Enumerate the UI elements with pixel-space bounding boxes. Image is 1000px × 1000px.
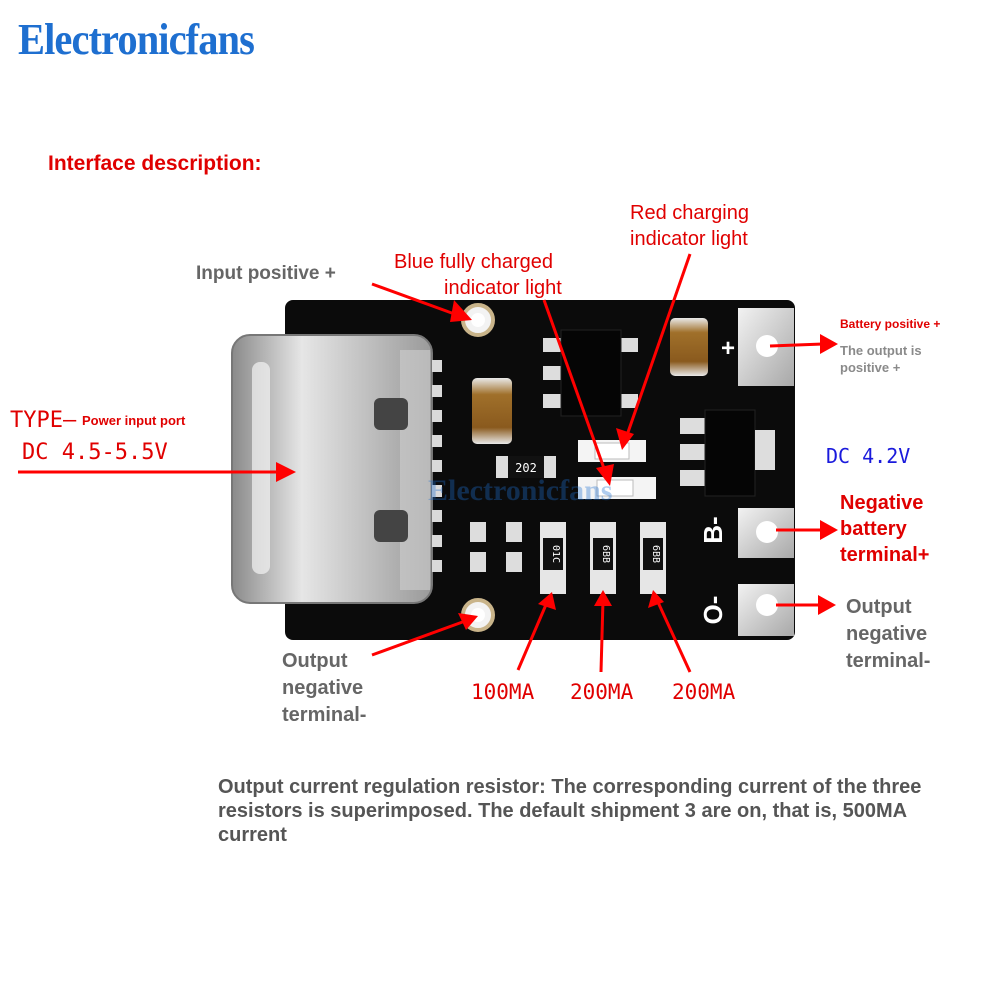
led-blue [578, 477, 656, 499]
label-blue-indicator-line1: Blue fully charged [394, 251, 553, 273]
silk-b-minus: B- [698, 516, 728, 543]
resistor-202: 202 [496, 456, 556, 478]
pad-battery-positive: + [721, 308, 794, 386]
label-output-negative-left-line3: terminal- [282, 704, 367, 726]
label-blue-indicator-line2: indicator light [444, 277, 562, 299]
label-output-negative-right-line2: negative [846, 623, 928, 645]
label-output-negative-left-line1: Output [282, 650, 348, 672]
led-red [578, 440, 646, 462]
silk-o-minus: O- [698, 596, 728, 625]
label-current-100ma: 100MA [471, 680, 535, 704]
footnote-text: Output current regulation resistor: The … [218, 776, 922, 846]
interface-heading: Interface description: [48, 152, 262, 175]
resistor-202-text: 202 [515, 461, 537, 475]
label-output-positive-line1: The output is [840, 343, 922, 358]
arrow-red-indicator [624, 253, 692, 439]
label-negative-battery-line2: battery [840, 518, 907, 540]
label-negative-battery-line3: terminal+ [840, 544, 930, 566]
arrow-output-negative-left [371, 618, 469, 657]
arrow-battery-positive [769, 342, 824, 348]
label-power-input-port: Power input port [82, 413, 186, 428]
resistor-200ma-b [640, 522, 666, 594]
label-output-positive-line2: positive + [840, 360, 901, 375]
label-red-indicator: Red charging indicator light [630, 200, 749, 252]
arrow-100ma [516, 599, 550, 671]
resistor-200ma-a [590, 522, 616, 594]
arrow-200ma-b [655, 599, 692, 673]
arrows [18, 253, 826, 673]
label-input-positive: Input positive + [196, 263, 336, 284]
label-red-indicator-line1: Red charging [630, 202, 749, 224]
arrowheads [276, 300, 838, 630]
label-current-200ma-a: 200MA [570, 680, 634, 704]
arrow-input-positive [371, 282, 461, 318]
label-blue-indicator: Blue fully charged indicator light [394, 249, 562, 301]
resistor-6bb-text-1: 6BB [600, 545, 611, 563]
label-dc-input: DC 4.5-5.5V [22, 440, 168, 465]
label-dc-battery: DC 4.2V [826, 444, 911, 468]
label-output-positive: The output is positive + [840, 342, 922, 376]
capacitor-left [472, 378, 512, 444]
label-negative-battery: Negative battery terminal+ [840, 490, 929, 568]
pad-pairs [470, 522, 522, 572]
capacitor-right [670, 318, 708, 376]
pcb-watermark: Electronicfans [428, 474, 612, 507]
label-output-negative-right-line3: terminal- [846, 650, 931, 672]
mounting-hole-top [461, 303, 495, 337]
arrow-200ma-a [599, 599, 605, 673]
pad-battery-negative [738, 508, 794, 558]
label-battery-positive: Battery positive + [840, 317, 941, 331]
label-current-200ma-b: 200MA [672, 680, 736, 704]
label-type-prefix: TYPE— [10, 408, 77, 433]
ic-top [543, 329, 638, 417]
pad-output-negative [738, 584, 794, 636]
label-negative-battery-line1: Negative [840, 492, 924, 514]
label-output-negative-left: Output negative terminal- [282, 648, 366, 729]
silk-plus: + [721, 335, 735, 362]
usb-pins [432, 360, 442, 572]
resistor-01c-text: 01C [550, 545, 561, 563]
label-output-negative-right: Output negative terminal- [846, 594, 930, 675]
label-output-negative-left-line2: negative [282, 677, 364, 699]
brand-logo: Electronicfans [18, 15, 255, 64]
resistor-100ma [540, 522, 566, 594]
label-output-negative-right-line1: Output [846, 596, 912, 618]
resistor-6bb-text-2: 6BB [650, 545, 661, 563]
ic-right [680, 409, 775, 497]
arrow-blue-indicator [542, 299, 608, 475]
label-red-indicator-line2: indicator light [630, 228, 748, 250]
usb-c-connector [231, 334, 433, 604]
